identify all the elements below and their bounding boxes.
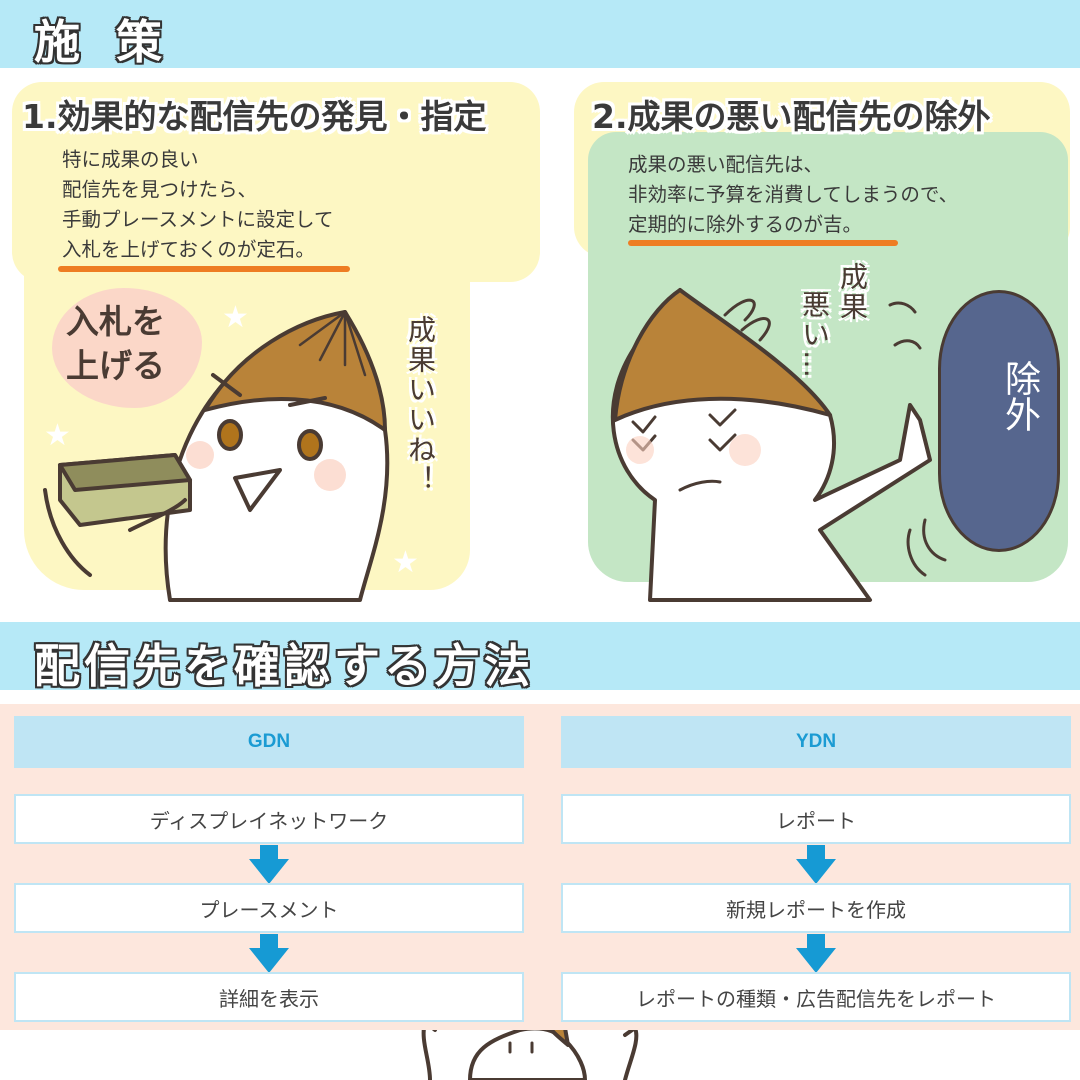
exclude-blob: [938, 290, 1060, 552]
bid-up-cloud-bubble: [52, 288, 202, 408]
exclude-blob-label: 除外: [999, 360, 1040, 432]
pointing-character-icon: [421, 1020, 639, 1080]
ydn-flow: YDN レポート 新規レポートを作成 レポートの種類・広告配信先をレポート: [561, 716, 1071, 1022]
section-header-measures: 施 策: [0, 0, 1080, 69]
panel1-body-line: 入札を上げておくのが定石。: [62, 238, 315, 261]
panel2-body-line: 成果の悪い配信先は、: [628, 153, 824, 176]
panel1-heading: 1.効果的な配信先の発見・指定: [22, 97, 487, 136]
gdn-step-1: ディスプレイネットワーク: [14, 794, 524, 844]
gdn-step-3: 詳細を表示: [14, 972, 524, 1022]
cloud-line: 上げる: [66, 346, 165, 385]
speech-bad-results-1: 成果: [836, 262, 869, 322]
panel2-body-line: 非効率に予算を消費してしまうので、: [628, 183, 959, 206]
down-arrow-icon: [796, 934, 836, 973]
section-title: 施 策: [34, 15, 173, 69]
gdn-flow: GDN ディスプレイネットワーク プレースメント 詳細を表示: [14, 716, 524, 1022]
speech-bad-results-2: 悪い…: [798, 290, 831, 380]
bid-up-cloud-text: 入札を 上げる: [66, 300, 165, 388]
sparkle-star-icon: ★: [392, 545, 419, 580]
panel2-heading: 2.成果の悪い配信先の除外: [592, 97, 991, 136]
panel2-highlight-underline: [628, 240, 898, 246]
sparkle-star-icon: ★: [222, 300, 249, 335]
panel2-body-line: 定期的に除外するのが吉。: [628, 213, 863, 236]
ydn-step-3: レポートの種類・広告配信先をレポート: [561, 972, 1071, 1022]
down-arrow-icon: [796, 845, 836, 884]
sparkle-star-icon: ★: [44, 418, 71, 453]
ydn-step-1: レポート: [561, 794, 1071, 844]
panel1-highlight-underline: [58, 266, 350, 272]
panel1-body-line: 手動プレースメントに設定して: [62, 208, 334, 231]
panel1-body: 特に成果の良い 配信先を見つけたら、 手動プレースメントに設定して 入札を上げて…: [62, 145, 333, 265]
section-title: 配信先を確認する方法: [34, 639, 534, 693]
panel1-body-line: 特に成果の良い: [62, 148, 199, 171]
panel-effective-placements: [12, 82, 540, 282]
gdn-step-2: プレースメント: [14, 883, 524, 933]
ydn-step-2: 新規レポートを作成: [561, 883, 1071, 933]
section-header-how-to-check: 配信先を確認する方法: [0, 622, 1080, 693]
down-arrow-icon: [249, 934, 289, 973]
down-arrow-icon: [249, 845, 289, 884]
panel1-body-line: 配信先を見つけたら、: [62, 178, 258, 201]
gdn-header: GDN: [14, 716, 524, 768]
cloud-line: 入札を: [66, 302, 165, 341]
panel2-body: 成果の悪い配信先は、 非効率に予算を消費してしまうので、 定期的に除外するのが吉…: [628, 150, 958, 240]
ydn-header: YDN: [561, 716, 1071, 768]
speech-good-results: 成果いいね！: [404, 315, 437, 495]
